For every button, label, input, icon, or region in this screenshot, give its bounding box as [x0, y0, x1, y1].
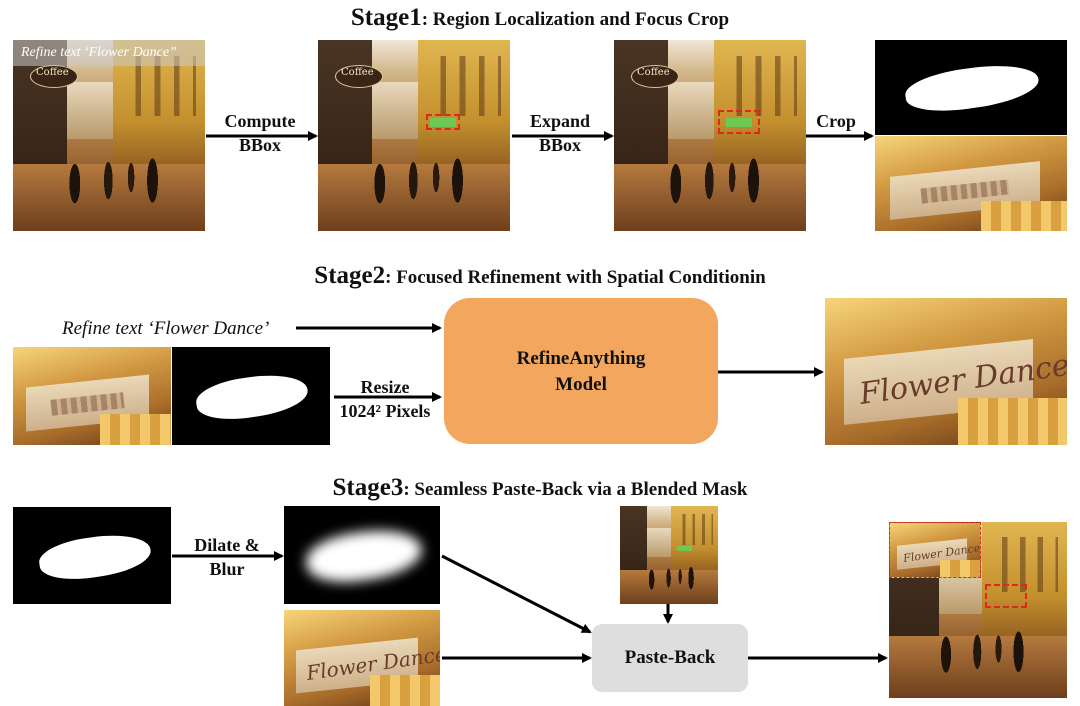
stage3-title-rest: : Seamless Paste-Back via a Blended Mask — [403, 479, 748, 500]
stage1-expanded-bbox-image: Coffee — [614, 40, 806, 231]
stage2-refined-output: Flower Dance — [825, 298, 1067, 445]
mask-blob — [902, 58, 1042, 118]
stage2-title-rest: : Focused Refinement with Spatial Condit… — [385, 267, 766, 288]
stage3-input-mask — [13, 507, 171, 604]
stage1-input-image: Coffee Refine text ‘Flower Dance” — [13, 40, 205, 231]
target-region — [677, 546, 692, 551]
expand-bbox-label: Expand BBox — [529, 111, 591, 155]
target-region — [430, 118, 456, 127]
resize-label: Resize 1024² Pixels — [339, 377, 431, 421]
crop-label: Crop — [816, 111, 856, 131]
paste-back-box — [592, 624, 748, 692]
stage3-final-image: Flower Dance — [889, 522, 1067, 698]
stage1-cropped-image — [875, 136, 1067, 231]
stage1-bbox-image: Coffee — [318, 40, 510, 231]
prompt-overlay: Refine text ‘Flower Dance” — [21, 45, 177, 60]
refineanything-model-box — [444, 298, 718, 444]
stage2-title: Stage2: Focused Refinement with Spatial … — [0, 262, 1080, 290]
paste-back-label: Paste-Back — [624, 647, 716, 668]
sign-text: Coffee — [637, 66, 670, 78]
stage3-title: Stage3: Seamless Paste-Back via a Blende… — [0, 474, 1080, 502]
stage1-cropped-mask — [875, 40, 1067, 135]
final-zoom-inset: Flower Dance — [889, 522, 981, 578]
stage2-prompt: Refine text ‘Flower Dance’ — [62, 318, 270, 339]
stage2-cropped-image — [13, 347, 171, 445]
stage2-title-main: Stage2 — [314, 262, 386, 289]
sign-text: Coffee — [341, 66, 374, 78]
target-region — [726, 118, 752, 127]
model-label: RefineAnything Model — [516, 348, 646, 395]
stage3-original-image — [620, 506, 718, 604]
stage3-blended-mask — [284, 506, 440, 604]
soft-mask-blob — [303, 524, 425, 588]
sign-text: Coffee — [36, 66, 69, 78]
dilate-blur-label: Dilate & Blur — [194, 535, 260, 579]
mask-blob — [36, 529, 154, 585]
mask-blob — [193, 369, 311, 425]
stage3-refined-crop: Flower Dance — [284, 610, 440, 706]
bbox — [426, 114, 460, 130]
stage1-title-rest: : Region Localization and Focus Crop — [421, 9, 730, 30]
compute-bbox-label: Compute BBox — [224, 111, 296, 155]
stage1-title-main: Stage1 — [350, 4, 422, 31]
soft-mask-to-paste-arrow — [441, 554, 592, 634]
stage2-mask — [172, 347, 330, 445]
expanded-bbox — [718, 110, 760, 134]
stage3-title-main: Stage3 — [332, 474, 404, 501]
stage1-title: Stage1: Region Localization and Focus Cr… — [0, 4, 1080, 32]
final-bbox — [985, 584, 1027, 608]
